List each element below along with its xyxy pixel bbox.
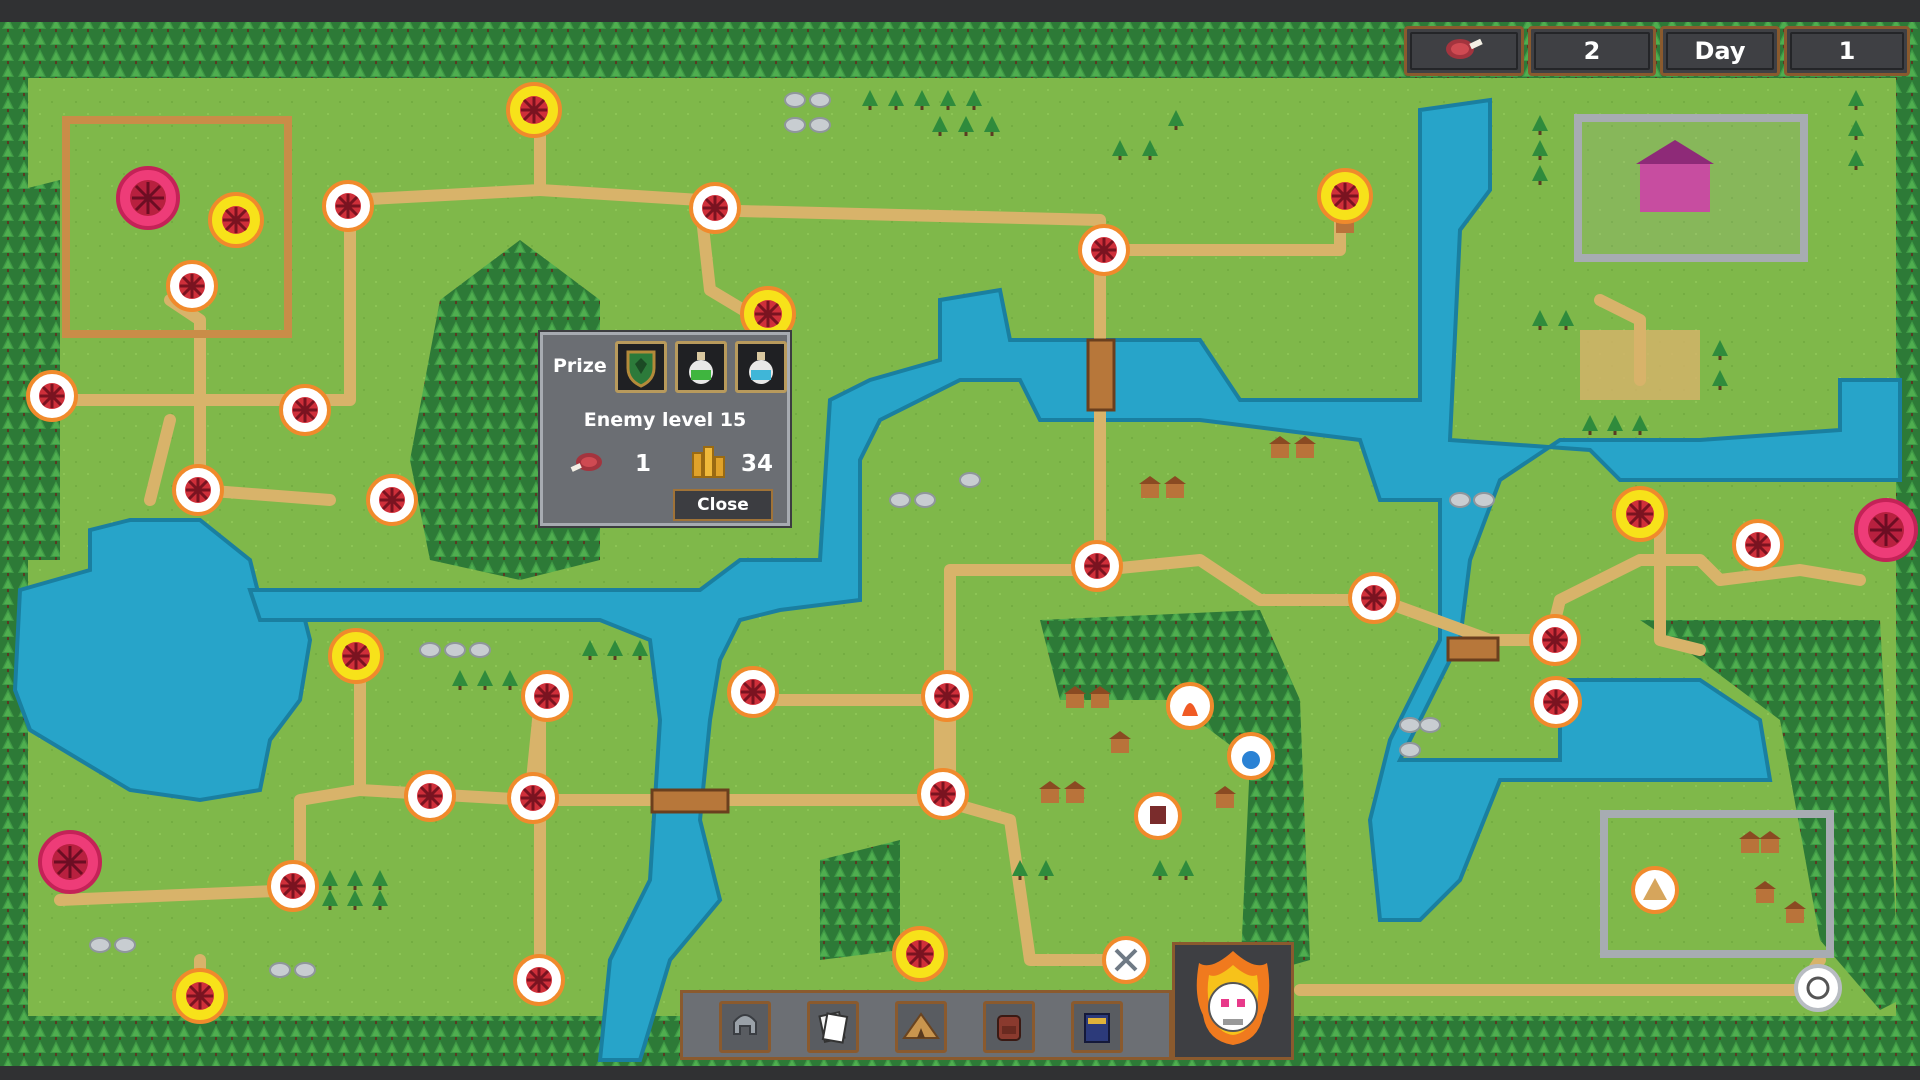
spellbook-button[interactable]	[1071, 1001, 1123, 1053]
elite-enemy-node	[172, 968, 228, 1024]
northwest-fenced-farm	[62, 116, 292, 338]
enemy-node	[279, 384, 331, 436]
enemy-node	[366, 474, 418, 526]
enemy-node	[917, 768, 969, 820]
southeast-fort	[1600, 810, 1834, 958]
backpack-icon	[997, 1015, 1021, 1041]
day-number-box: 1	[1784, 26, 1910, 76]
enemy-level-text: Enemy level 15	[583, 409, 747, 431]
enemy-node	[172, 464, 224, 516]
elite-enemy-node	[892, 926, 948, 982]
enemy-node	[26, 370, 78, 422]
green-shield-icon	[626, 350, 656, 388]
enemy-node	[404, 770, 456, 822]
enemy-node	[1348, 572, 1400, 624]
cards-icon	[818, 1011, 849, 1044]
gold-coins-icon	[689, 443, 727, 485]
elite-enemy-node	[328, 628, 384, 684]
enemy-node	[1732, 519, 1784, 571]
cards-button[interactable]	[807, 1001, 859, 1053]
small-south-forest	[820, 840, 900, 960]
elite-enemy-node	[1317, 168, 1373, 224]
enemy-node	[507, 772, 559, 824]
potion-shop-node	[1227, 732, 1275, 780]
castle-courtyard	[1580, 330, 1700, 400]
enemy-node	[689, 182, 741, 234]
enemy-node	[1529, 614, 1581, 666]
helmet-button[interactable]	[719, 1001, 771, 1053]
enemy-node	[267, 860, 319, 912]
prize-slot-blue-potion[interactable]	[735, 341, 787, 393]
enemy-node	[921, 670, 973, 722]
rivers-and-lakes	[12, 97, 1902, 1062]
boss-node	[38, 830, 102, 894]
portal-node	[1794, 964, 1842, 1012]
enemy-node	[727, 666, 779, 718]
day-label: Day	[1694, 37, 1746, 65]
bridges	[650, 338, 1500, 814]
central-east-forest	[1040, 610, 1310, 980]
enemy-node	[1071, 540, 1123, 592]
green-potion-icon	[689, 352, 713, 384]
enemy-node	[521, 670, 573, 722]
food-count: 2	[1583, 37, 1601, 65]
food-cost: 1	[635, 451, 652, 477]
gold-reward: 34	[741, 451, 774, 477]
boss-node	[1854, 498, 1918, 562]
east-lower-forest	[1640, 620, 1900, 1010]
food-count-box: 2	[1528, 26, 1656, 76]
merchant-node	[1134, 792, 1182, 840]
meat-icon	[1442, 33, 1486, 69]
enemy-node	[1530, 676, 1582, 728]
campfire-node	[1166, 682, 1214, 730]
prize-slot-green-potion[interactable]	[675, 341, 727, 393]
enemy-info-popup: Prize Enemy level 15 1 34 Close	[540, 332, 790, 526]
blue-potion-icon	[749, 352, 773, 384]
tent-icon	[902, 1012, 940, 1039]
prize-slot-shield[interactable]	[615, 341, 667, 393]
backpack-button[interactable]	[983, 1001, 1035, 1053]
northeast-castle	[1574, 114, 1808, 262]
window-top-bar	[0, 0, 1920, 22]
boss-node	[116, 166, 180, 230]
food-icon-box	[1404, 26, 1524, 76]
day-label-box: Day	[1660, 26, 1780, 76]
tent-button[interactable]	[895, 1001, 947, 1053]
bottom-toolbar	[680, 990, 1172, 1060]
day-number: 1	[1838, 37, 1856, 65]
close-button[interactable]: Close	[673, 489, 773, 521]
elite-enemy-node	[208, 192, 264, 248]
prize-label: Prize	[553, 355, 607, 377]
west-edge-forest	[20, 180, 60, 560]
helmet-icon	[733, 1014, 757, 1035]
flaming-skull-icon	[1196, 951, 1270, 1045]
enemy-node	[166, 260, 218, 312]
elite-enemy-node	[1612, 486, 1668, 542]
window-bottom-bar	[0, 1066, 1920, 1080]
elite-enemy-node	[506, 82, 562, 138]
enemy-node	[1078, 224, 1130, 276]
battle-skull-button[interactable]	[1172, 942, 1294, 1060]
enemy-node	[513, 954, 565, 1006]
enemy-node	[322, 180, 374, 232]
tent-camp-node	[1631, 866, 1679, 914]
meat-icon	[569, 447, 609, 481]
battle-node	[1102, 936, 1150, 984]
spellbook-icon	[1084, 1013, 1110, 1043]
